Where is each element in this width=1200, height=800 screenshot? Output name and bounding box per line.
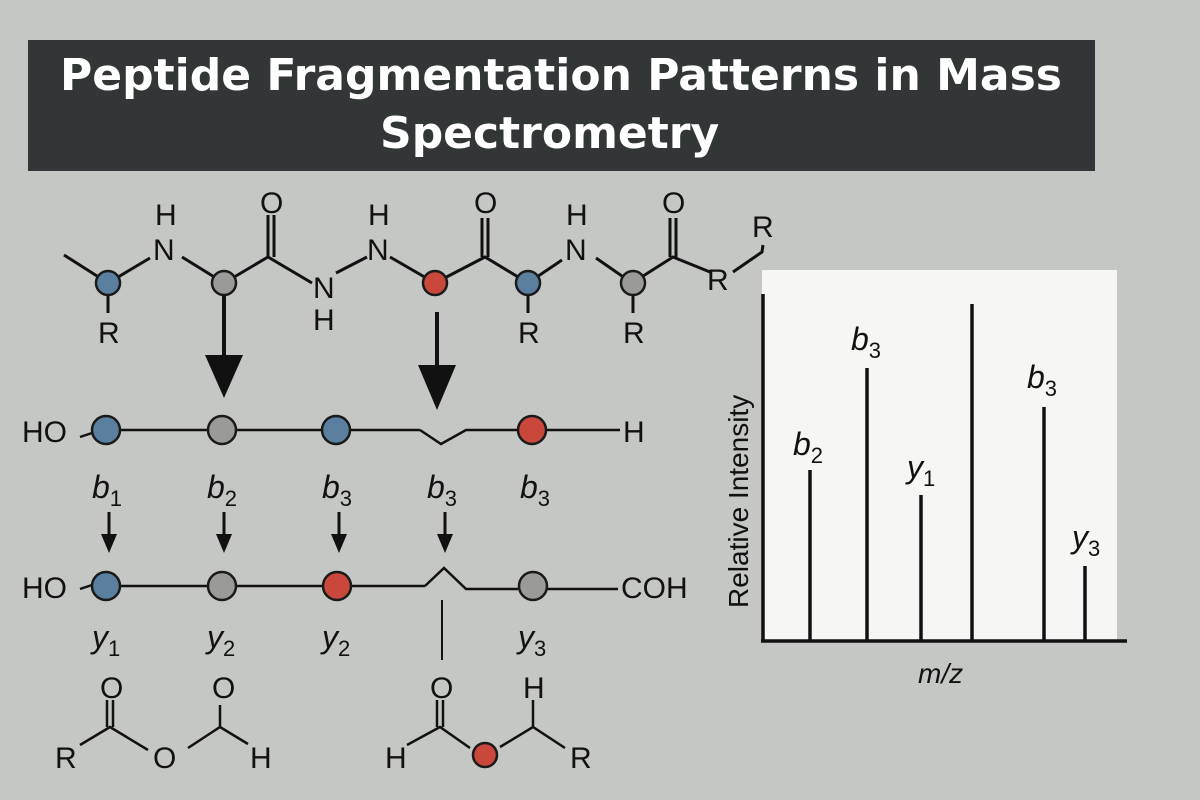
atom-o: O xyxy=(260,187,283,220)
fragment-left: O R O O H xyxy=(55,672,272,775)
ion-label-b3: b3 xyxy=(427,469,457,511)
ion-label-y2: y2 xyxy=(320,619,350,661)
atom-r: R xyxy=(518,317,540,350)
atom-o: O xyxy=(153,742,176,775)
ion-label-b1: b1 xyxy=(92,469,122,511)
atom-r: R xyxy=(55,742,77,775)
peak-label-b3: b3 xyxy=(1027,359,1057,401)
atom-r: R xyxy=(623,317,645,350)
atom-o: O xyxy=(474,187,497,220)
peak-label-b2: b2 xyxy=(793,426,823,468)
residue-blue xyxy=(514,269,542,297)
atom-r: R xyxy=(98,317,120,350)
y-ion-chain: HO COH y1 y2 y2 y3 xyxy=(22,566,688,661)
atom-r: R xyxy=(707,264,729,297)
x-axis-label: m/z xyxy=(918,658,963,689)
fragment-right: O H H R xyxy=(385,672,592,775)
peak-label-y1: y1 xyxy=(905,449,935,491)
peak-label-y3: y3 xyxy=(1070,519,1100,561)
b-chain-right-end: H xyxy=(623,416,645,449)
backbone-atoms: H N O N H H N O H N O R R R R R xyxy=(98,187,774,350)
title-line-2: Spectrometry xyxy=(380,108,720,159)
residue-gray xyxy=(206,570,238,602)
atom-n: N xyxy=(313,272,335,305)
atom-r: R xyxy=(570,742,592,775)
residue-blue xyxy=(90,414,122,446)
arrow-down-icon xyxy=(437,534,453,553)
atom-h: H xyxy=(385,742,407,775)
atom-h: H xyxy=(368,199,390,232)
residue-blue xyxy=(90,570,122,602)
residue-gray xyxy=(206,414,238,446)
atom-h: H xyxy=(313,304,335,337)
atom-o: O xyxy=(100,672,123,705)
backbone-residues xyxy=(94,269,647,297)
residue-blue xyxy=(320,414,352,446)
ion-label-y3: y3 xyxy=(516,619,546,661)
residue-gray xyxy=(210,269,238,297)
residue-blue xyxy=(94,269,122,297)
arrow-down-icon xyxy=(205,355,243,398)
atom-r: R xyxy=(752,211,774,244)
atom-o: O xyxy=(430,672,453,705)
atom-h: H xyxy=(250,742,272,775)
b-ion-chain: HO H b1 b2 b3 b3 b3 xyxy=(22,414,645,511)
ion-label-y1: y1 xyxy=(90,619,120,661)
ion-label-b3: b3 xyxy=(322,469,352,511)
cleavage-arrows xyxy=(205,296,456,410)
ion-label-y2: y2 xyxy=(205,619,235,661)
atom-o: O xyxy=(662,187,685,220)
arrow-down-icon xyxy=(101,534,117,553)
residue-red xyxy=(516,414,548,446)
residue-red xyxy=(471,741,499,769)
atom-o: O xyxy=(212,672,235,705)
atom-h: H xyxy=(155,199,177,232)
spectrum-plot-area xyxy=(762,270,1117,640)
atom-h: H xyxy=(523,672,545,705)
atom-n: N xyxy=(153,234,175,267)
b-chain-left-end: HO xyxy=(22,416,67,449)
ion-label-b3: b3 xyxy=(520,469,550,511)
mass-spectrum: b2 b3 y1 b3 y3 Relative Intensity m/z xyxy=(723,294,1127,689)
y-chain-right-end: COH xyxy=(621,572,688,605)
peak-label-b3: b3 xyxy=(851,321,881,363)
ion-label-b2: b2 xyxy=(207,469,237,511)
residue-red xyxy=(421,269,449,297)
atom-n: N xyxy=(367,234,389,267)
arrow-down-icon xyxy=(418,365,456,410)
title-banner: Peptide Fragmentation Patterns in Mass S… xyxy=(28,40,1095,171)
residue-red xyxy=(321,570,353,602)
transition-arrows xyxy=(101,512,453,553)
atom-n: N xyxy=(565,234,587,267)
arrow-down-icon xyxy=(216,534,232,553)
y-chain-left-end: HO xyxy=(22,572,67,605)
title-line-1: Peptide Fragmentation Patterns in Mass xyxy=(60,50,1062,101)
atom-h: H xyxy=(566,199,588,232)
y-axis-label: Relative Intensity xyxy=(723,395,754,608)
arrow-down-icon xyxy=(331,534,347,553)
residue-gray xyxy=(517,570,549,602)
residue-gray xyxy=(619,269,647,297)
